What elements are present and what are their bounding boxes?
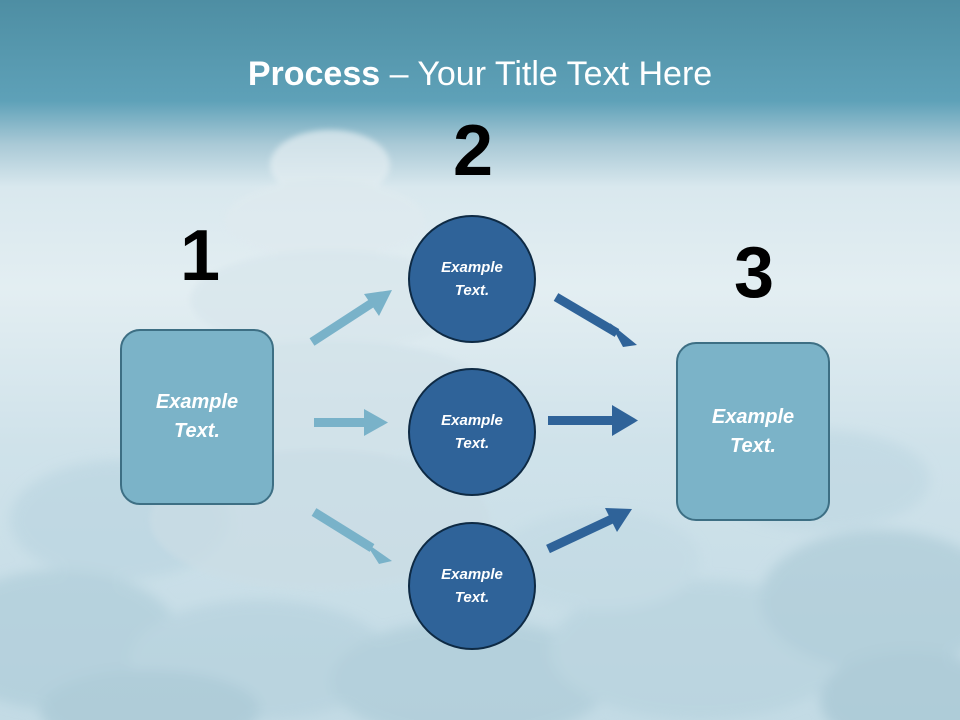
left-box-text: Example Text. (155, 391, 239, 442)
middle-circle: Example Text. (408, 368, 536, 496)
bottom-circle-text: Example Text. (441, 566, 503, 606)
slide-title: Process – Your Title Text Here (0, 52, 960, 96)
bottom-circle: Example Text. (408, 522, 536, 650)
step-number-2: 2 (452, 111, 494, 191)
top-circle: Example Text. (408, 215, 536, 343)
step-number-3: 3 (733, 233, 775, 313)
title-strong: Process (247, 55, 381, 93)
title-rest: – Your Title Text Here (380, 55, 713, 93)
top-circle-text: Example Text. (441, 259, 503, 299)
right-box: Example Text. (676, 342, 830, 521)
right-box-text: Example Text. (711, 405, 795, 457)
left-box: Example Text. (120, 329, 274, 505)
middle-circle-text: Example Text. (441, 412, 503, 452)
step-number-1: 1 (179, 216, 221, 296)
